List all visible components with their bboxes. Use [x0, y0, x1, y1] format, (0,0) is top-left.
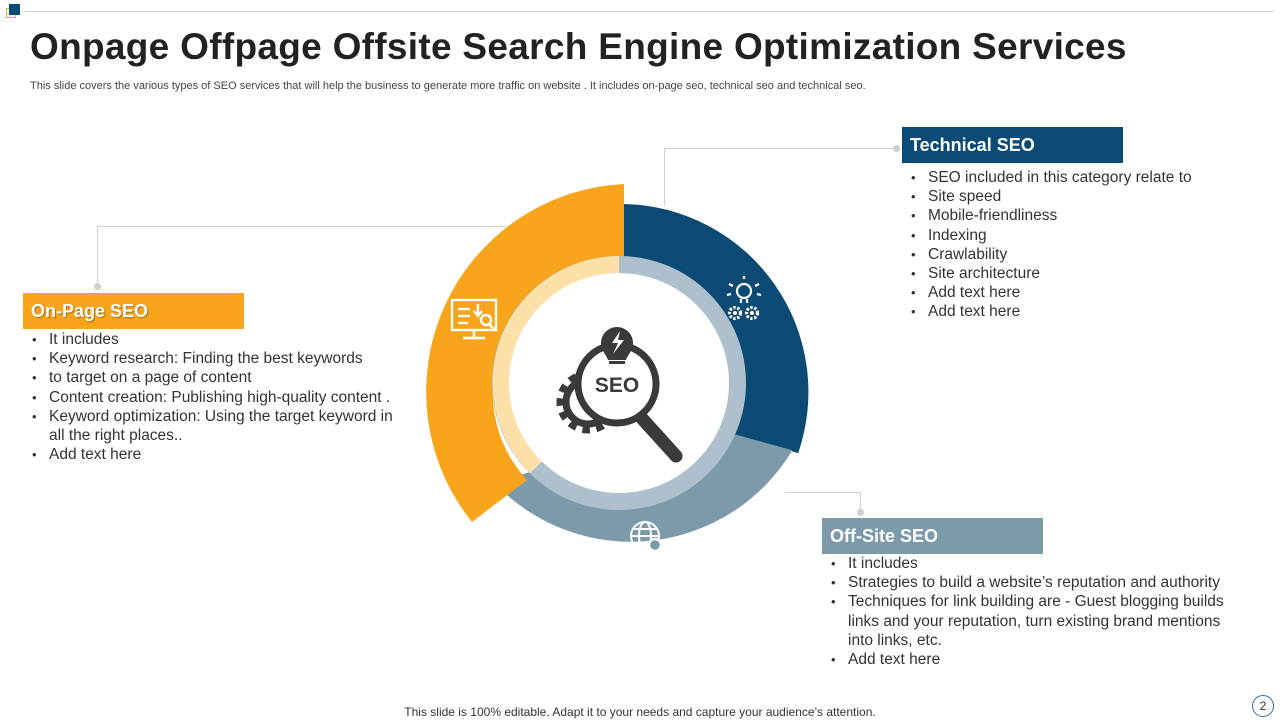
- on-page-connector-horizontal: [97, 226, 507, 227]
- on-page-connector-dot: [94, 283, 101, 290]
- list-item: to target on a page of content: [29, 368, 409, 387]
- page-subtitle: This slide covers the various types of S…: [30, 80, 866, 92]
- off-site-seo-list: It includes Strategies to build a websit…: [828, 554, 1248, 669]
- off-site-seo-header: Off-Site SEO: [822, 518, 1043, 554]
- offsite-connector-horizontal: [785, 492, 861, 493]
- presentation-chart-icon: [450, 298, 498, 340]
- technical-connector-dot: [893, 145, 900, 152]
- globe-search-icon: [630, 521, 668, 559]
- on-page-seo-header: On-Page SEO: [23, 293, 244, 329]
- list-item: Indexing: [908, 226, 1248, 245]
- list-item: Mobile-friendliness: [908, 206, 1248, 225]
- list-item: Add text here: [908, 283, 1248, 302]
- list-item: Crawlability: [908, 245, 1248, 264]
- page-title: Onpage Offpage Offsite Search Engine Opt…: [30, 26, 1127, 67]
- list-item: Content creation: Publishing high-qualit…: [29, 388, 409, 407]
- offsite-connector-dot: [857, 509, 864, 516]
- list-item: Keyword optimization: Using the target k…: [29, 407, 409, 445]
- list-item: Add text here: [29, 445, 409, 464]
- top-divider: [24, 11, 1274, 12]
- list-item: It includes: [29, 330, 409, 349]
- technical-seo-header: Technical SEO: [902, 127, 1123, 163]
- list-item: SEO included in this category relate to: [908, 168, 1248, 187]
- technical-segment: [624, 204, 809, 454]
- list-item: It includes: [828, 554, 1248, 573]
- technical-connector-vertical: [664, 148, 665, 206]
- center-seo-label: SEO: [595, 374, 639, 397]
- list-item: Add text here: [828, 650, 1248, 669]
- list-item: Keyword research: Finding the best keywo…: [29, 349, 409, 368]
- page-number: 2: [1252, 695, 1274, 717]
- list-item: Site speed: [908, 187, 1248, 206]
- list-item: Add text here: [908, 302, 1248, 321]
- on-page-connector-vertical: [97, 226, 98, 286]
- seo-magnifier-icon: [556, 327, 683, 463]
- list-item: Site architecture: [908, 264, 1248, 283]
- offsite-connector-vertical: [860, 492, 861, 512]
- list-item: Techniques for link building are - Guest…: [828, 592, 1248, 650]
- lightbulb-gears-icon: [726, 276, 762, 321]
- list-item: Strategies to build a website’s reputati…: [828, 573, 1248, 592]
- offsite-segment: [494, 434, 793, 542]
- technical-seo-list: SEO included in this category relate to …: [908, 168, 1248, 322]
- technical-connector-horizontal: [664, 148, 896, 149]
- brand-logo: [6, 4, 20, 18]
- footer-note: This slide is 100% editable. Adapt it to…: [404, 705, 876, 719]
- on-page-seo-list: It includes Keyword research: Finding th…: [29, 330, 409, 465]
